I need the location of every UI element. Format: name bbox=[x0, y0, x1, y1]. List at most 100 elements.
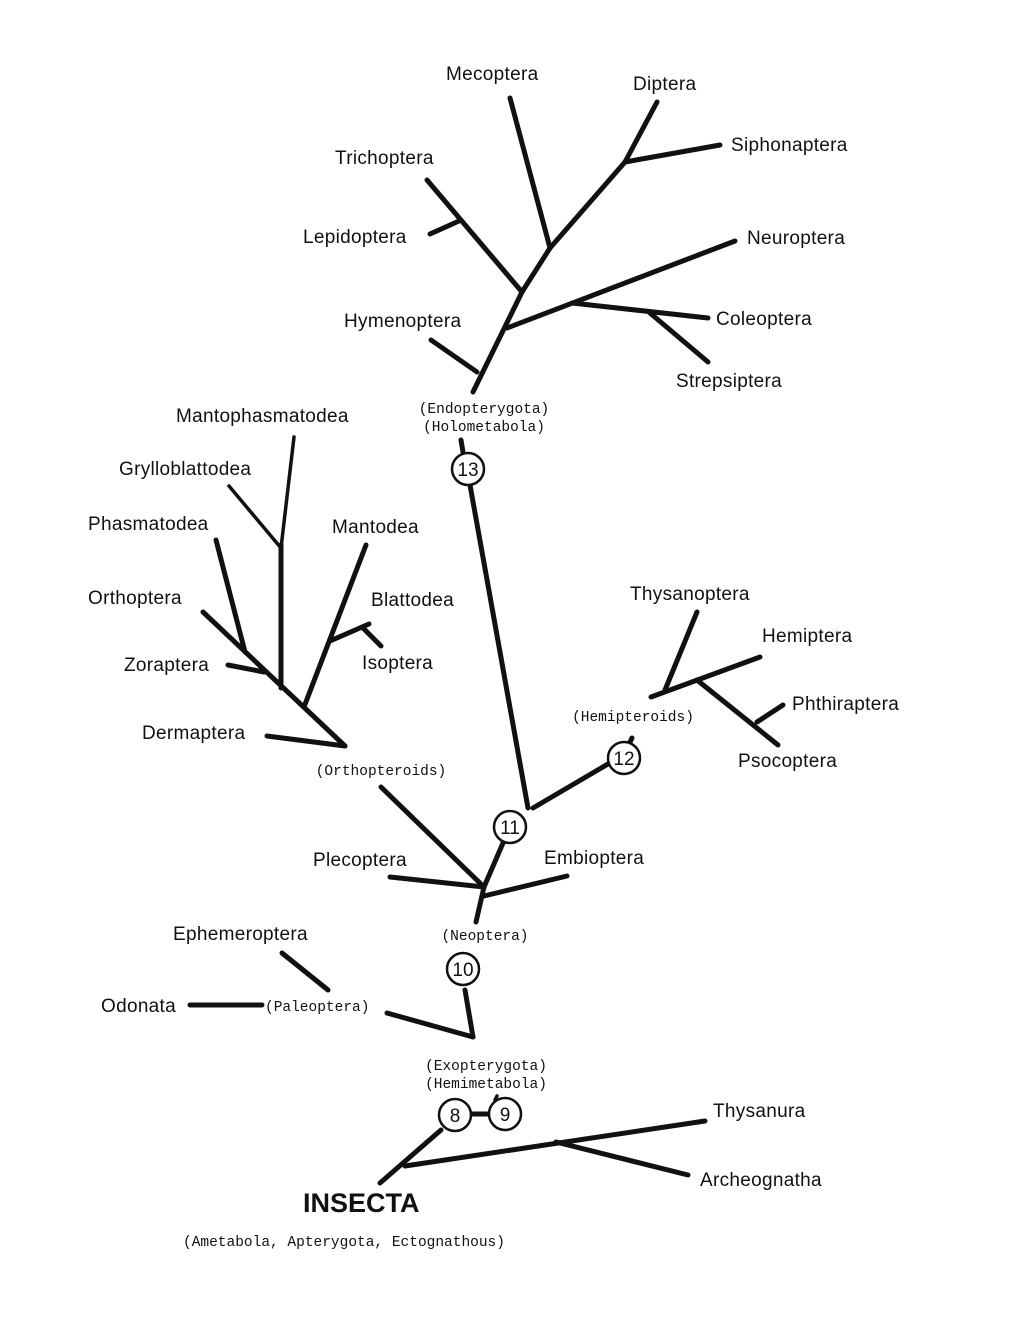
node-9-label: 9 bbox=[500, 1105, 511, 1126]
branch-isoptera bbox=[360, 625, 384, 649]
node-9-circle bbox=[487, 1096, 523, 1132]
node-8-circle bbox=[437, 1097, 473, 1133]
taxon-hemiptera: Hemiptera bbox=[762, 626, 852, 647]
taxon-mantophasmatodea: Mantophasmatodea bbox=[176, 406, 349, 427]
taxon-embioptera: Embioptera bbox=[544, 848, 644, 869]
node-12-circle bbox=[606, 740, 642, 776]
branch-grylloblattodea bbox=[227, 484, 283, 550]
branch-psocoptera bbox=[694, 677, 781, 748]
branch-lepidoptera bbox=[427, 218, 462, 237]
group-hemipteroids: (Hemipteroids) bbox=[572, 710, 694, 726]
branch-antliophora bbox=[547, 159, 628, 251]
taxon-diptera: Diptera bbox=[633, 74, 696, 95]
node-11: 11 bbox=[492, 809, 528, 845]
branch-mecoptera bbox=[507, 95, 553, 251]
taxon-trichoptera: Trichoptera bbox=[335, 148, 434, 169]
branch-coleoptera bbox=[569, 300, 711, 321]
node-8-label: 8 bbox=[450, 1106, 461, 1127]
branch-dictyoptera bbox=[301, 542, 369, 710]
branches-paleoptera bbox=[187, 950, 476, 1040]
branch-neuropteroid-base bbox=[504, 238, 738, 331]
node-13-label: 13 bbox=[457, 460, 478, 481]
node-10-circle bbox=[445, 951, 481, 987]
branch-panorpida-stem bbox=[519, 245, 553, 295]
node-11-circle bbox=[492, 809, 528, 845]
branch-node13-tick bbox=[458, 437, 466, 455]
taxon-thysanura: Thysanura bbox=[713, 1101, 806, 1122]
taxon-isoptera: Isoptera bbox=[362, 653, 433, 674]
branch-to-node11 bbox=[481, 840, 506, 890]
branch-amphiesmenoptera bbox=[424, 177, 525, 295]
branch-orthopteroids-main bbox=[200, 609, 348, 749]
node-12: 12 bbox=[606, 740, 642, 776]
taxon-mecoptera: Mecoptera bbox=[446, 64, 539, 85]
branches-endopterygota bbox=[424, 95, 738, 455]
taxon-thysanoptera: Thysanoptera bbox=[630, 584, 750, 605]
branch-orthopteroids-stem bbox=[378, 784, 487, 890]
branch-ephemeroptera bbox=[279, 950, 331, 993]
group-exopterygota: (Exopterygota) bbox=[425, 1059, 547, 1075]
branch-dermaptera bbox=[264, 733, 348, 749]
branch-to-node12 bbox=[530, 761, 611, 811]
branch-plecoptera bbox=[387, 874, 487, 890]
branch-diptera bbox=[622, 99, 660, 165]
node-9: 9 bbox=[487, 1096, 523, 1132]
branch-zoraptera bbox=[225, 662, 267, 675]
node-13: 13 bbox=[450, 451, 486, 487]
branch-archeognatha bbox=[553, 1139, 691, 1178]
root-sublabel: (Ametabola, Apterygota, Ectognathous) bbox=[183, 1235, 505, 1251]
taxon-plecoptera: Plecoptera bbox=[313, 850, 407, 871]
branch-thysanoptera bbox=[662, 609, 700, 693]
branch-siphonaptera bbox=[622, 142, 723, 165]
node-10-label: 10 bbox=[452, 960, 473, 981]
taxon-coleoptera: Coleoptera bbox=[716, 309, 812, 330]
branch-mantophasmatodea bbox=[279, 435, 296, 550]
branch-insecta-stem bbox=[377, 1127, 444, 1186]
branches-neoptera bbox=[378, 482, 611, 925]
node-12-label: 12 bbox=[613, 749, 634, 770]
taxon-mantodea: Mantodea bbox=[332, 517, 419, 538]
taxon-lepidoptera: Lepidoptera bbox=[303, 227, 407, 248]
taxon-archeognatha: Archeognatha bbox=[700, 1170, 822, 1191]
taxon-zoraptera: Zoraptera bbox=[124, 655, 209, 676]
group-paleoptera: (Paleoptera) bbox=[265, 1000, 369, 1016]
branch-embioptera bbox=[481, 873, 570, 899]
branch-phasmatodea bbox=[213, 537, 248, 655]
taxon-phthiraptera: Phthiraptera bbox=[792, 694, 899, 715]
taxon-hymenoptera: Hymenoptera bbox=[344, 311, 461, 332]
branch-hemipteroids-base bbox=[648, 654, 763, 700]
taxon-psocoptera: Psocoptera bbox=[738, 751, 837, 772]
branches-orthopteroids bbox=[200, 435, 384, 749]
branch-phthiraptera bbox=[754, 702, 786, 725]
branches-base bbox=[377, 1094, 708, 1186]
taxon-orthoptera: Orthoptera bbox=[88, 588, 182, 609]
group-neoptera: (Neoptera) bbox=[441, 929, 528, 945]
node-13-circle bbox=[450, 451, 486, 487]
group-endopterygota: (Endopterygota) bbox=[419, 402, 550, 418]
group-orthopteroids: (Orthopteroids) bbox=[316, 764, 447, 780]
taxon-grylloblattodea: Grylloblattodea bbox=[119, 459, 251, 480]
taxon-ephemeroptera: Ephemeroptera bbox=[173, 924, 308, 945]
taxon-neuroptera: Neuroptera bbox=[747, 228, 845, 249]
branch-hymenoptera bbox=[428, 337, 480, 375]
node-11-label: 11 bbox=[500, 818, 520, 839]
taxon-dermaptera: Dermaptera bbox=[142, 723, 245, 744]
group-holometabola: (Holometabola) bbox=[423, 420, 545, 436]
branch-neoptera-stem bbox=[473, 884, 487, 925]
branch-node11-to-node13 bbox=[467, 482, 531, 811]
node-10: 10 bbox=[445, 951, 481, 987]
taxon-phasmatodea: Phasmatodea bbox=[88, 514, 209, 535]
branch-node9-tick bbox=[493, 1094, 499, 1102]
branch-paleoptera bbox=[384, 1010, 476, 1040]
root-label: INSECTA bbox=[303, 1188, 420, 1218]
taxon-siphonaptera: Siphonaptera bbox=[731, 135, 848, 156]
group-hemimetabola: (Hemimetabola) bbox=[425, 1077, 547, 1093]
taxon-odonata: Odonata bbox=[101, 996, 176, 1017]
branch-strepsiptera bbox=[647, 310, 711, 365]
branch-endopterygota-main bbox=[470, 289, 525, 395]
node-8: 8 bbox=[437, 1097, 473, 1133]
taxon-strepsiptera: Strepsiptera bbox=[676, 371, 782, 392]
branch-exopterygota-stem bbox=[462, 987, 476, 1040]
taxon-blattodea: Blattodea bbox=[371, 590, 454, 611]
